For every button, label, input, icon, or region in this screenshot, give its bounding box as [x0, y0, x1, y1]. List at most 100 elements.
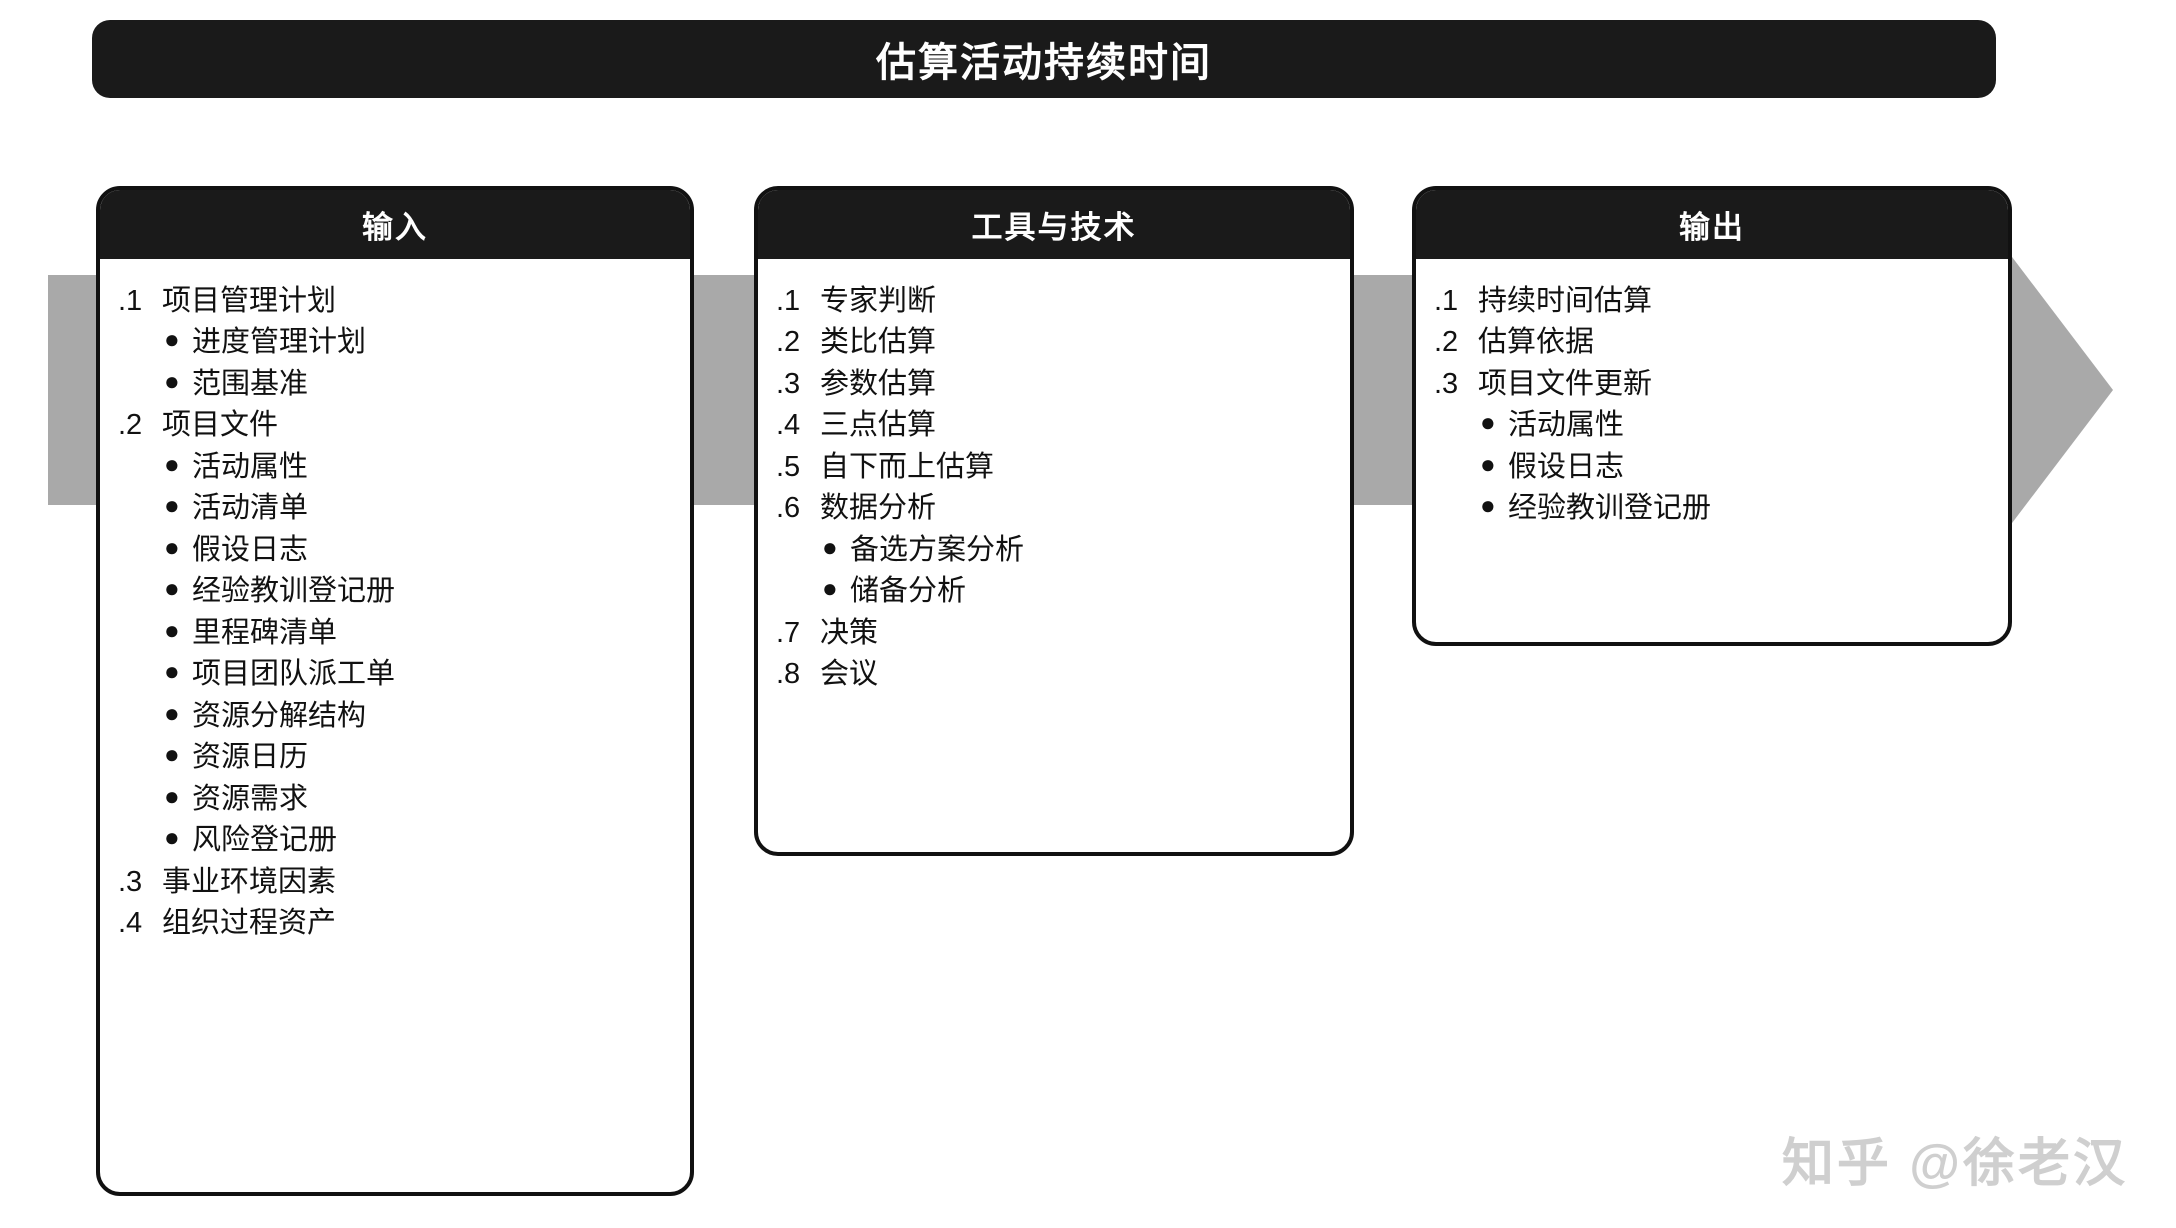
- sub-list-item-label: 备选方案分析: [850, 533, 1025, 566]
- bullet-icon: ●: [822, 573, 838, 604]
- sub-list-item: ● 风险登记册: [118, 820, 674, 861]
- list-item-number: .7: [776, 616, 801, 649]
- process-title-bar: 估算活动持续时间: [92, 20, 1996, 98]
- bullet-icon: ●: [164, 656, 180, 687]
- sub-list-item: ● 资源日历: [118, 737, 674, 778]
- sub-list-item-label: 里程碑清单: [192, 616, 338, 649]
- bullet-icon: ●: [1480, 448, 1496, 479]
- sub-list-item: ● 假设日志: [118, 530, 674, 571]
- sub-list-item: ● 里程碑清单: [118, 613, 674, 654]
- list-item-number: .2: [1434, 326, 1459, 359]
- list-item-label: 项目文件: [162, 409, 279, 442]
- sub-list-item-label: 假设日志: [192, 533, 309, 566]
- bullet-icon: ●: [164, 531, 180, 562]
- bullet-icon: ●: [164, 697, 180, 728]
- list-item: .6 数据分析: [776, 488, 1334, 529]
- list-item-label: 类比估算: [820, 326, 937, 359]
- sub-list-item-label: 假设日志: [1508, 450, 1625, 483]
- sub-list-item: ●范围基准: [118, 364, 674, 405]
- list-item: .1 项目管理计划: [118, 281, 674, 322]
- panel-inputs-header: 输入: [100, 190, 690, 259]
- bullet-icon: ●: [822, 531, 838, 562]
- sub-list-item: ● 项目团队派工单: [118, 654, 674, 695]
- sub-list-item-label: 活动清单: [192, 492, 309, 525]
- list-item-number: .1: [118, 285, 143, 317]
- list-item: .4 组织过程资产: [118, 903, 674, 944]
- sub-list-item: ● 假设日志: [1434, 447, 1992, 488]
- bullet-icon: ●: [164, 448, 180, 479]
- list-item: .2 类比估算: [776, 322, 1334, 363]
- bullet-icon: ●: [164, 573, 180, 604]
- list-item-label: 自下而上估算: [820, 450, 995, 483]
- sub-list-item: ● 经验教训登记册: [118, 571, 674, 612]
- sub-list-item-label: 活动属性: [1508, 409, 1625, 442]
- list-item-label: 组织过程资产: [162, 907, 337, 940]
- list-item: .8 会议: [776, 654, 1334, 695]
- panel-inputs-header-label: 输入: [362, 209, 428, 245]
- list-item-label: 会议: [820, 658, 879, 691]
- sub-list-item: ● 资源需求: [118, 779, 674, 820]
- list-item-number: .5: [776, 450, 801, 483]
- watermark: 知乎 @徐老汉: [1781, 1135, 2128, 1193]
- bullet-icon: ●: [164, 822, 180, 853]
- sub-list-item: ● 活动属性: [1434, 405, 1992, 446]
- list-item: .7 决策: [776, 613, 1334, 654]
- list-item: .3 项目文件更新: [1434, 364, 1992, 405]
- sub-list-item-label: 资源需求: [192, 782, 309, 815]
- sub-list-item: ●活动属性: [118, 447, 674, 488]
- list-item: .2 项目文件: [118, 405, 674, 446]
- list-item-label: 持续时间估算: [1478, 285, 1653, 317]
- list-item-number: .3: [1434, 367, 1459, 400]
- list-item-number: .8: [776, 658, 801, 691]
- sub-list-item: ●进度管理计划: [118, 322, 674, 363]
- bullet-icon: ●: [1480, 407, 1496, 438]
- panel-tools-header-label: 工具与技术: [971, 209, 1137, 245]
- bullet-icon: ●: [164, 614, 180, 645]
- list-item-number: .1: [1434, 285, 1459, 317]
- list-item-label: 参数估算: [820, 367, 937, 400]
- list-item-label: 三点估算: [820, 409, 937, 442]
- list-item-label: 项目文件更新: [1478, 367, 1653, 400]
- list-item: .3 事业环境因素: [118, 862, 674, 903]
- sub-list-item: ● 活动清单: [118, 488, 674, 529]
- panel-outputs: 输出 .1 持续时间估算 .2 估算依据 .3 项目文件更新 ● 活动属性 ● 假设日志 ● 经验教训…: [1412, 186, 2012, 646]
- list-item: .1 专家判断: [776, 281, 1334, 322]
- sub-list-item-label: 项目团队派工单: [192, 658, 396, 691]
- sub-list-item-label: 资源日历: [192, 741, 309, 774]
- list-item-number: .4: [118, 907, 143, 940]
- list-item-label: 数据分析: [820, 492, 937, 525]
- list-item-number: .2: [118, 409, 143, 442]
- list-item-label: 决策: [820, 616, 879, 649]
- list-item: .4 三点估算: [776, 405, 1334, 446]
- list-item-label: 项目管理计划: [162, 285, 337, 317]
- list-item-number: .6: [776, 492, 801, 525]
- sub-list-item-label: 经验教训登记册: [1508, 492, 1712, 525]
- list-item-number: .2: [776, 326, 801, 359]
- bullet-icon: ●: [164, 490, 180, 521]
- bullet-icon: ●: [164, 780, 180, 811]
- list-item-number: .3: [118, 865, 143, 898]
- bullet-icon: ●: [164, 324, 180, 355]
- list-item-label: 专家判断: [820, 285, 937, 317]
- sub-list-item: ●资源分解结构: [118, 696, 674, 737]
- sub-list-item-label: 风险登记册: [192, 824, 338, 857]
- list-item-number: .1: [776, 285, 801, 317]
- sub-list-item-label: 储备分析: [850, 575, 967, 608]
- sub-list-item: ● 备选方案分析: [776, 530, 1334, 571]
- list-item: .1 持续时间估算: [1434, 281, 1992, 322]
- sub-list-item: ● 储备分析: [776, 571, 1334, 612]
- panel-outputs-header: 输出: [1416, 190, 2008, 259]
- bullet-icon: ●: [1480, 490, 1496, 521]
- list-item-number: .4: [776, 409, 801, 442]
- page-title: 估算活动持续时间: [876, 41, 1212, 85]
- bullet-icon: ●: [164, 739, 180, 770]
- panel-outputs-header-label: 输出: [1679, 209, 1745, 245]
- sub-list-item-label: 经验教训登记册: [192, 575, 396, 608]
- list-item-label: 事业环境因素: [162, 865, 337, 898]
- list-item-label: 估算依据: [1478, 326, 1595, 359]
